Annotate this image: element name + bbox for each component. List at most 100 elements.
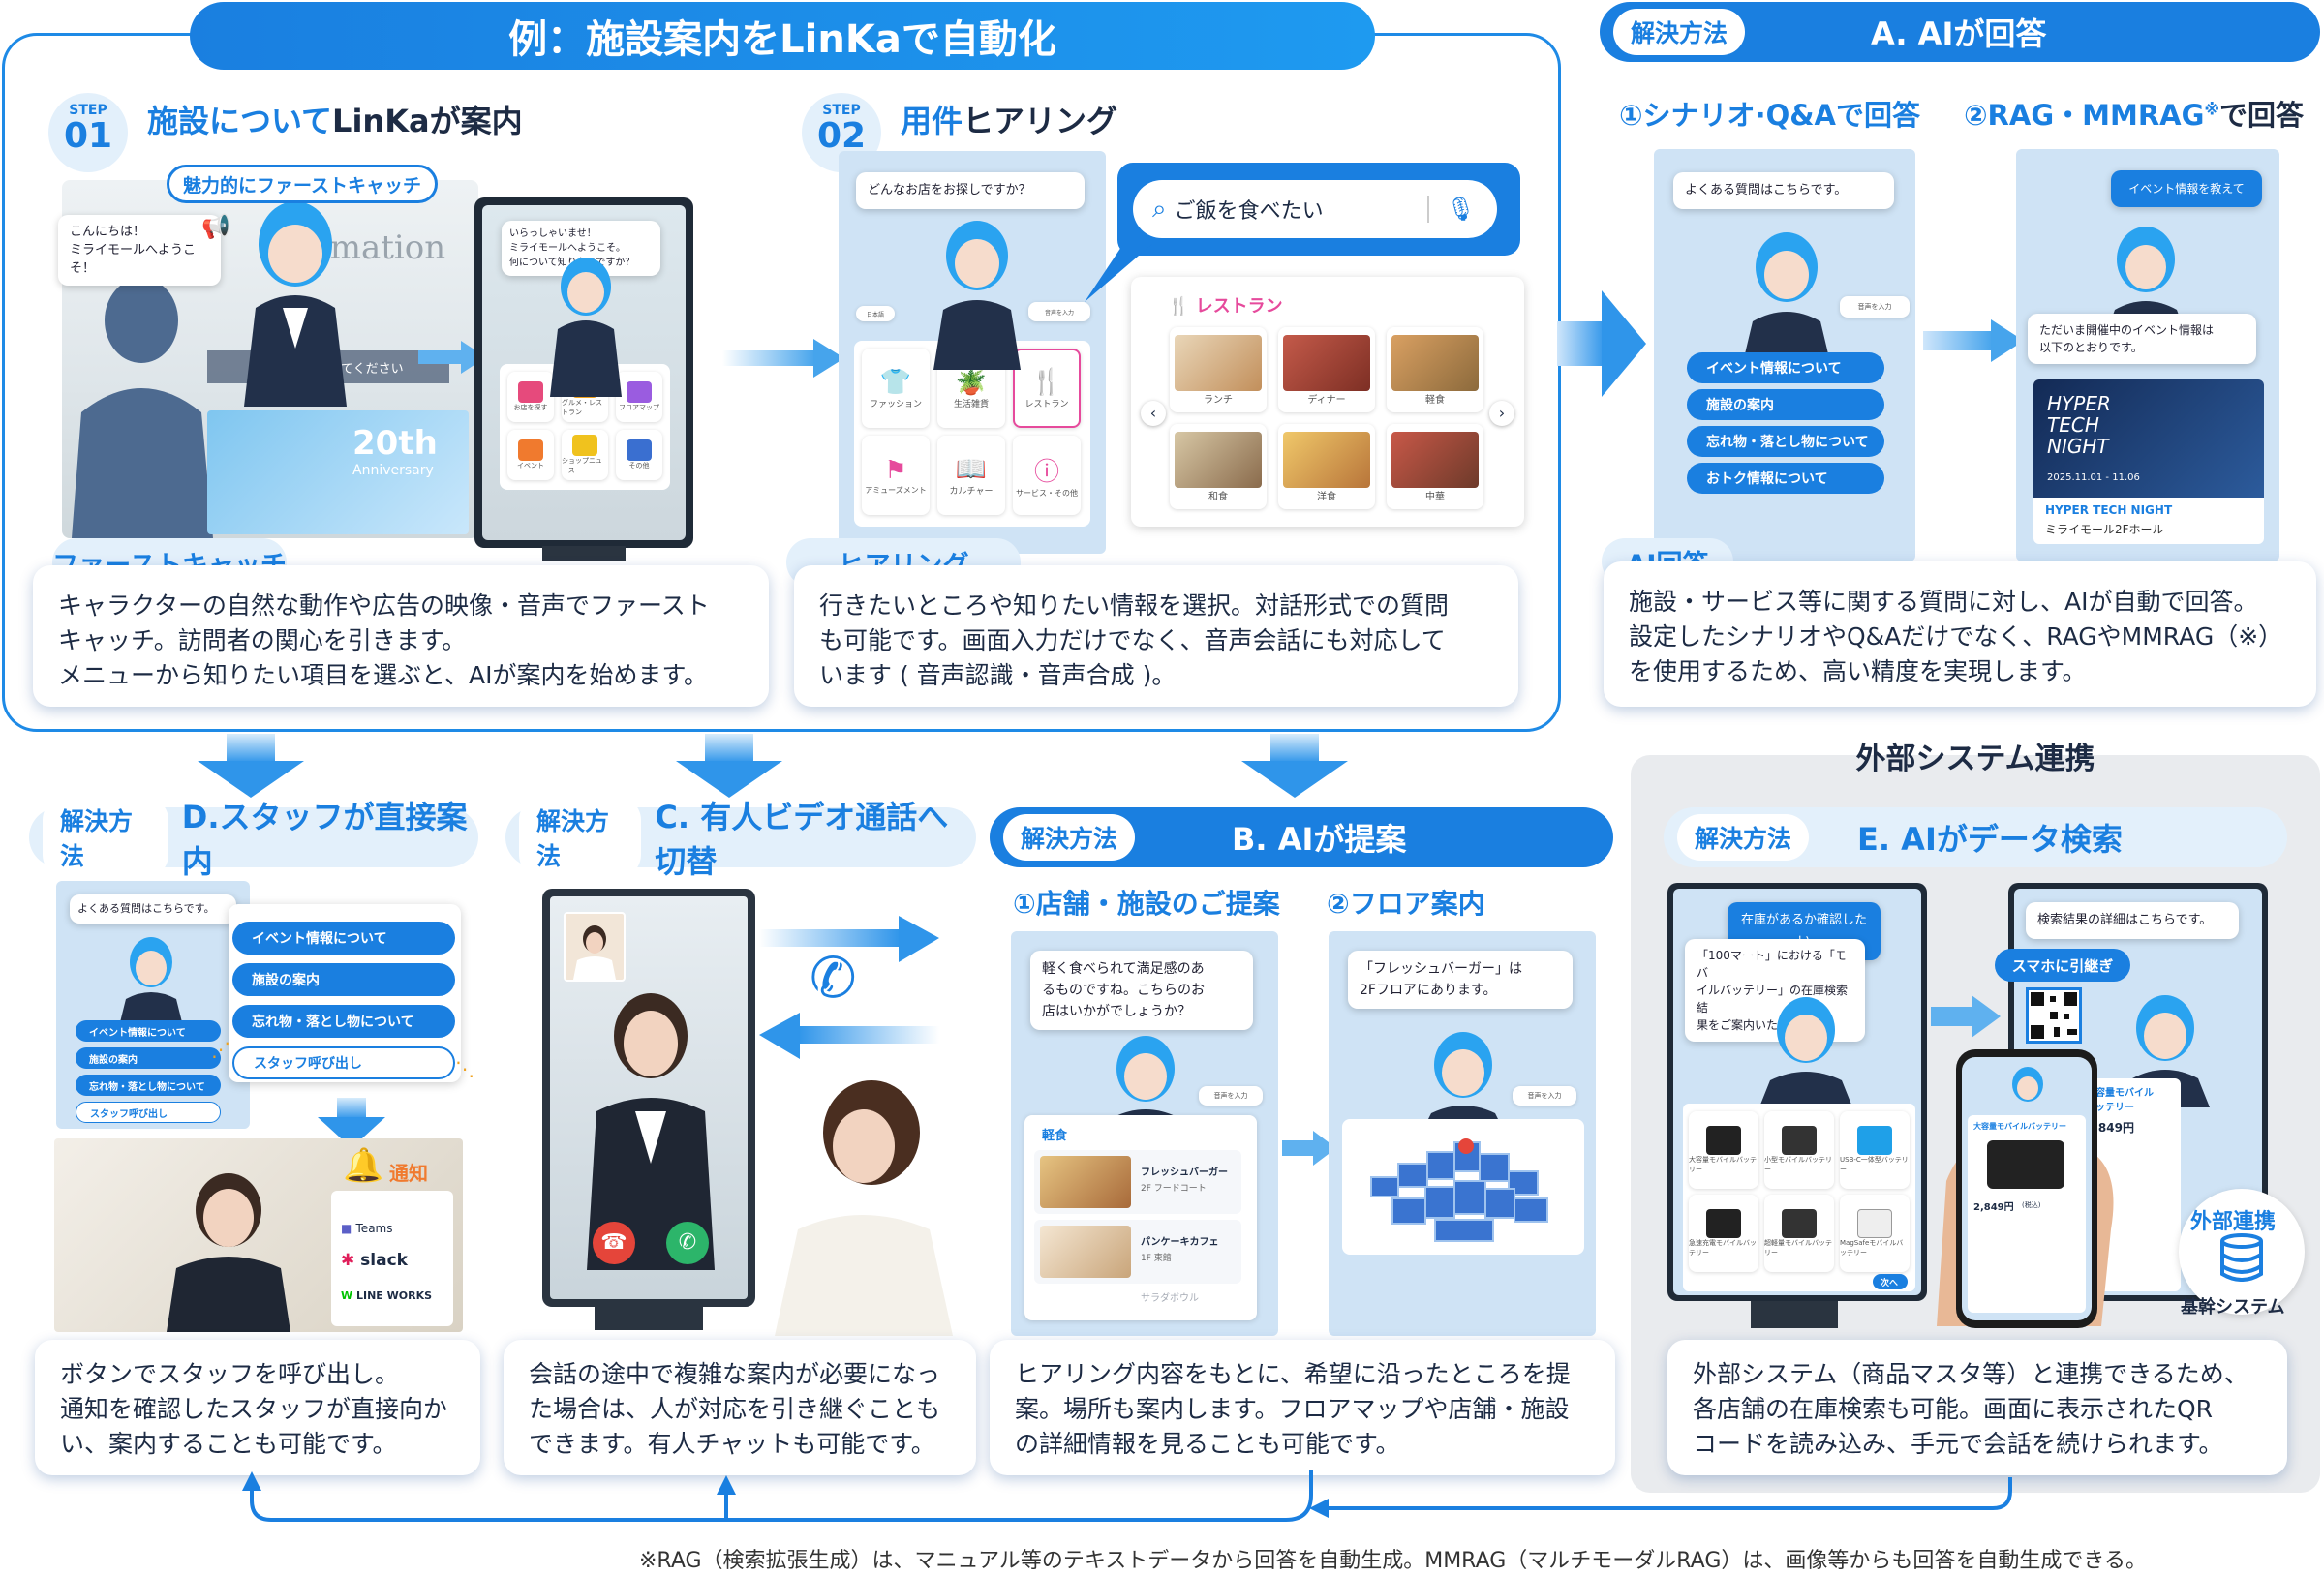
menu-item-restaurant[interactable]: 🍴レストラン bbox=[1013, 349, 1081, 428]
next-arrow-icon[interactable]: › bbox=[1489, 401, 1514, 426]
shop-list: 軽食 フレッシュバーガー 2F フードコート パンケーキカフェ 1F 東館 サラ… bbox=[1024, 1115, 1257, 1320]
faq-bubble: よくある質問はこちらです。 bbox=[70, 894, 236, 924]
external-heading: 外部システム連携 bbox=[1855, 742, 2095, 776]
solution-d-header: 解決方法 D.スタッフが直接案内 bbox=[29, 797, 478, 880]
flag-icon: 日本語 bbox=[856, 306, 895, 321]
floor-map bbox=[1342, 1119, 1584, 1255]
menu-item-culture[interactable]: 📖カルチャー bbox=[937, 436, 1005, 515]
result-bubble: 検索結果の詳細はこちらです。 bbox=[2026, 902, 2239, 939]
list-item[interactable]: フレッシュバーガー 2F フードコート bbox=[1034, 1150, 1241, 1214]
voice-input[interactable]: 音声を入力 bbox=[1028, 302, 1090, 321]
small-btn-event[interactable]: イベント情報について bbox=[76, 1020, 221, 1042]
hangup-button[interactable]: ☎ bbox=[593, 1222, 635, 1264]
step1-description: キャラクターの自然な動作や広告の映像・音声でファースト キャッチ。訪問者の関心を… bbox=[33, 565, 769, 707]
floor-bubble: 「フレッシュバーガー」は 2Fフロアにあります。 bbox=[1348, 951, 1573, 1009]
anniv-sub: Anniversary bbox=[352, 463, 434, 478]
product-card[interactable]: 小型モバイルバッテリー bbox=[1764, 1111, 1834, 1189]
menu-item-floormap[interactable]: フロアマップ bbox=[616, 372, 662, 422]
product-card[interactable]: MagSafeモバイルバッテリー bbox=[1840, 1195, 1910, 1272]
faq-button-event[interactable]: イベント情報について bbox=[1687, 352, 1884, 383]
phone-call-icon: ✆ bbox=[810, 945, 857, 1011]
search-input[interactable]: ⌕ ご飯を食べたい 🎙 bbox=[1133, 180, 1497, 238]
menu-item-fashion[interactable]: 👕ファッション bbox=[862, 349, 930, 428]
notification-card bbox=[331, 1191, 453, 1326]
avatar-character bbox=[924, 215, 1030, 370]
voice-input[interactable]: 音声を入力 bbox=[1513, 1086, 1576, 1106]
step2-description: 行きたいところや知りたい情報を選択。対話形式での質問 も可能です。画面入力だけで… bbox=[794, 565, 1518, 707]
answer-button[interactable]: ✆ bbox=[666, 1222, 709, 1264]
menu-item-event[interactable]: イベント bbox=[507, 430, 554, 480]
solution-a-sub2: ②RAG・MMRAG※で回答 bbox=[1964, 99, 2305, 132]
bell-icon: 🔔 bbox=[343, 1146, 384, 1185]
food-card[interactable]: 洋食 bbox=[1278, 424, 1375, 509]
faq-button-facility[interactable]: 施設の案内 bbox=[232, 963, 455, 996]
mic-icon[interactable]: 🎙 bbox=[1426, 196, 1476, 223]
list-item[interactable]: サラダボウル bbox=[1141, 1293, 1199, 1304]
menu-item-news[interactable]: ショップニュース bbox=[562, 430, 608, 480]
visitor-person bbox=[746, 1065, 968, 1340]
next-button[interactable]: 次へ bbox=[1873, 1274, 1908, 1289]
core-system-label: 基幹システム bbox=[2181, 1297, 2285, 1318]
small-btn-staff[interactable]: スタッフ呼び出し bbox=[76, 1102, 221, 1123]
faq-button-facility[interactable]: 施設の案内 bbox=[1687, 389, 1884, 420]
menu-item-shop[interactable]: お店を探す bbox=[507, 372, 554, 422]
food-card[interactable]: 和食 bbox=[1170, 424, 1267, 509]
kiosk-stand bbox=[1751, 1301, 1838, 1328]
handoff-label: スマホに引継ぎ bbox=[1995, 949, 2130, 982]
food-card[interactable]: 中華 bbox=[1387, 424, 1483, 509]
prev-arrow-icon[interactable]: ‹ bbox=[1141, 401, 1166, 426]
faq-button-event[interactable]: イベント情報について bbox=[232, 922, 455, 955]
product-card[interactable]: USB-C一体型バッテリー bbox=[1840, 1111, 1910, 1189]
first-catch-callout: 魅力的にファーストキャッチ bbox=[167, 165, 438, 203]
solution-e-header: 解決方法 E. AIがデータ検索 bbox=[1664, 807, 2287, 867]
qr-code[interactable] bbox=[2026, 987, 2082, 1044]
solution-c-header: 解決方法 C. 有人ビデオ通話へ切替 bbox=[505, 797, 976, 880]
voice-input[interactable]: 音声を入力 bbox=[1199, 1086, 1263, 1106]
solution-c-description: 会話の途中で複雑な案内が必要になっ た場合は、人が対応を引き継ぐことも できます… bbox=[504, 1340, 976, 1475]
arrow-right-icon bbox=[418, 341, 486, 378]
small-btn-lost[interactable]: 忘れ物・落とし物について bbox=[76, 1075, 221, 1096]
staff-person bbox=[151, 1167, 306, 1332]
faq-button-deals[interactable]: おトク情報について bbox=[1687, 463, 1884, 494]
list-item[interactable]: パンケーキカフェ 1F 東館 bbox=[1034, 1220, 1241, 1284]
menu-item-amusement[interactable]: ⚑アミューズメント bbox=[862, 436, 930, 515]
food-card[interactable]: ランチ bbox=[1170, 327, 1267, 412]
solution-b-description: ヒアリング内容をもとに、希望に沿ったところを提 案。場所も案内します。フロアマッ… bbox=[990, 1340, 1615, 1475]
solution-a-description: 施設・サービス等に関する質問に対し、AIが自動で回答。 設定したシナリオやQ&A… bbox=[1604, 561, 2316, 707]
food-card[interactable]: 軽食 bbox=[1387, 327, 1483, 412]
event-poster-title: HYPER TECH NIGHT bbox=[2047, 392, 2111, 458]
faq-button-lost[interactable]: 忘れ物・落とし物について bbox=[232, 1005, 455, 1038]
faq-bubble: よくある質問はこちらです。 bbox=[1673, 172, 1894, 209]
search-tail bbox=[1085, 244, 1152, 306]
ask-bubble: イベント情報を教えて bbox=[2111, 170, 2262, 207]
ad-banner: 20th Anniversary bbox=[207, 410, 469, 534]
voice-input[interactable]: 音声を入力 bbox=[1840, 296, 1910, 318]
solution-a-header: 解決方法 A. AIが回答 bbox=[1600, 2, 2320, 62]
restaurant-title: 🍴 レストラン bbox=[1168, 296, 1283, 317]
food-card[interactable]: ディナー bbox=[1278, 327, 1375, 412]
solution-e-description: 外部システム（商品マスタ等）と連携できるため、 各店舗の在庫検索も可能。画面に表… bbox=[1667, 1340, 2287, 1475]
event-name: HYPER TECH NIGHT bbox=[2045, 503, 2173, 517]
step1-badge: STEP 01 bbox=[48, 93, 128, 172]
main-title: 例：施設案内をLinKaで自動化 bbox=[190, 2, 1375, 70]
teams-icon: ■ Teams bbox=[341, 1222, 393, 1235]
product-card[interactable]: 急速充電モバイルバッテリー bbox=[1689, 1195, 1758, 1272]
avatar-character bbox=[232, 194, 358, 407]
smartphone[interactable]: 大容量モバイルバッテリー 2,849円 (税込) bbox=[1956, 1049, 2097, 1328]
step2-bubble: どんなお店をお探しですか？ bbox=[856, 172, 1085, 209]
product-card[interactable]: 大容量モバイルバッテリー bbox=[1689, 1111, 1758, 1189]
product-card[interactable]: 超軽量モバイルバッテリー bbox=[1764, 1195, 1834, 1272]
small-btn-facility[interactable]: 施設の案内 bbox=[76, 1047, 221, 1069]
solution-b-sub2: ②フロア案内 bbox=[1327, 888, 1485, 920]
avatar-character bbox=[2001, 1065, 2055, 1107]
restaurant-panel: 🍴 レストラン ‹ › ランチ ディナー 軽食 和食 洋食 中華 bbox=[1131, 277, 1524, 527]
arrow-right-icon bbox=[1557, 290, 1646, 401]
menu-item-other[interactable]: その他 bbox=[616, 430, 662, 480]
avatar-character bbox=[542, 252, 629, 397]
solution-b-sub1: ①店舗・施設のご提案 bbox=[1013, 888, 1280, 920]
faq-button-lost[interactable]: 忘れ物・落とし物について bbox=[1687, 426, 1884, 457]
event-card: HYPER TECH NIGHT 2025.11.01 - 11.06 HYPE… bbox=[2034, 379, 2264, 544]
visitor-silhouette bbox=[62, 267, 217, 538]
staff-call-button[interactable]: スタッフ呼び出し bbox=[232, 1046, 455, 1079]
